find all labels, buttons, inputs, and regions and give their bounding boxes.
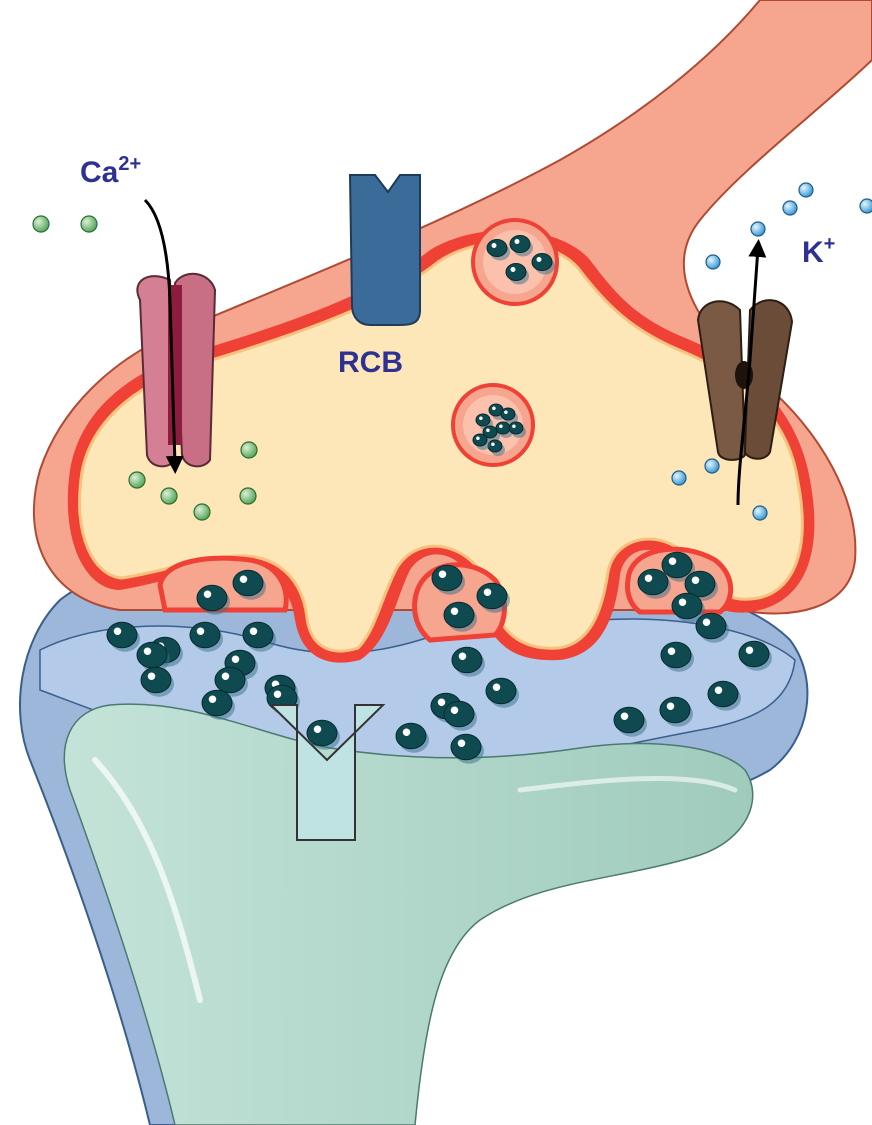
potassium-ion — [705, 459, 719, 473]
calcium-charge: 2+ — [118, 153, 141, 175]
potassium-charge: + — [824, 233, 836, 255]
potassium-ion — [751, 222, 765, 236]
receptor-label: RCB — [338, 346, 403, 379]
calcium-ion — [81, 216, 97, 232]
potassium-ion — [783, 201, 797, 215]
potassium-ion — [706, 255, 720, 269]
calcium-ion — [240, 488, 256, 504]
potassium-ion — [753, 506, 767, 520]
calcium-ion — [241, 442, 257, 458]
potassium-label: K+ — [802, 233, 835, 269]
dendrite-cytoplasm — [64, 704, 752, 1125]
calcium-label: Ca2+ — [80, 153, 141, 189]
calcium-ion — [161, 488, 177, 504]
receptor-icon — [350, 175, 420, 325]
calcium-ion — [129, 472, 145, 488]
calcium-channel-icon — [137, 274, 215, 467]
calcium-ion — [33, 216, 49, 232]
calcium-ion — [194, 504, 210, 520]
potassium-ion — [860, 199, 872, 213]
potassium-ion — [672, 471, 686, 485]
potassium-ion — [799, 183, 813, 197]
